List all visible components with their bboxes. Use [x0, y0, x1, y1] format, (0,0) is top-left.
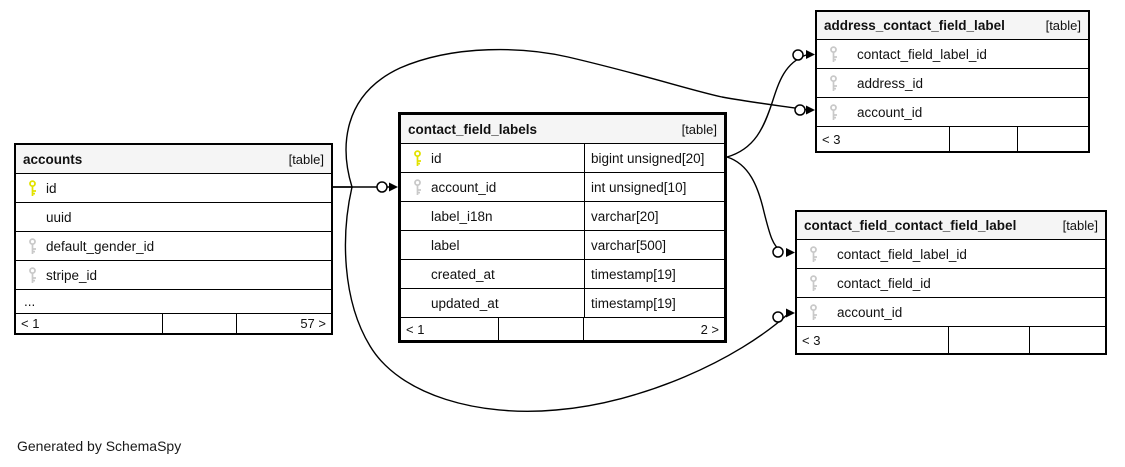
table-contact-field-contact-field-label[interactable]: contact_field_contact_field_label [table…: [795, 210, 1107, 355]
table-header[interactable]: contact_field_contact_field_label [table…: [797, 212, 1105, 240]
column-name: account_id: [857, 104, 923, 120]
column-row-contact-field-label-id: contact_field_label_id: [817, 40, 1088, 69]
column-type: timestamp[19]: [591, 295, 676, 311]
footer-children-count: < 1: [406, 321, 425, 337]
table-footer: < 3: [817, 127, 1088, 151]
columns-ellipsis-row: ...: [16, 290, 331, 314]
column-row-updated-at: updated_at timestamp[19]: [401, 289, 724, 318]
ellipsis-text: ...: [24, 294, 36, 309]
arrow-marker: [389, 182, 398, 192]
column-type: varchar[20]: [591, 208, 659, 224]
footer-cell: [498, 318, 583, 340]
footer-cell: [162, 314, 236, 333]
table-name[interactable]: accounts: [23, 151, 83, 167]
column-type: int unsigned[10]: [591, 179, 687, 195]
zero-marker: [772, 246, 784, 258]
column-type: timestamp[19]: [591, 266, 676, 282]
column-row-contact-field-label-id: contact_field_label_id: [797, 240, 1105, 269]
column-name: uuid: [46, 209, 72, 225]
primary-key-icon: [28, 179, 37, 197]
column-row-account-id: account_id: [797, 298, 1105, 327]
arrow-marker: [786, 248, 795, 257]
column-row-created-at: created_at timestamp[19]: [401, 260, 724, 289]
table-tag: [table]: [1045, 18, 1081, 33]
footer-cell: [948, 327, 1029, 353]
footer-parents-count: 2 >: [583, 318, 724, 340]
column-name: account_id: [837, 304, 903, 320]
table-name[interactable]: address_contact_field_label: [824, 18, 1005, 33]
foreign-key-icon: [809, 303, 818, 321]
footer-cell: [1017, 127, 1088, 151]
arrow-marker: [786, 308, 795, 318]
column-type: bigint unsigned[20]: [591, 150, 705, 166]
zero-marker: [794, 104, 806, 116]
table-footer: < 3: [797, 327, 1105, 353]
column-name: account_id: [431, 179, 497, 195]
table-accounts[interactable]: accounts [table] id uuid default_gender_…: [14, 143, 333, 335]
column-name: created_at: [431, 266, 495, 282]
column-name: address_id: [857, 75, 924, 91]
arrow-marker: [806, 50, 815, 59]
table-tag: [table]: [1062, 218, 1098, 233]
table-tag: [table]: [288, 151, 324, 167]
column-type: varchar[500]: [591, 237, 667, 253]
foreign-key-icon: [829, 103, 838, 121]
column-row-label: label varchar[500]: [401, 231, 724, 260]
table-address-contact-field-label[interactable]: address_contact_field_label [table] cont…: [815, 10, 1090, 153]
column-row-stripe-id: stripe_id: [16, 261, 331, 290]
column-name: stripe_id: [46, 267, 98, 283]
zero-marker: [376, 181, 388, 193]
footer-children-count: < 3: [802, 332, 821, 348]
foreign-key-icon: [809, 274, 818, 292]
relationship-curve: [726, 156, 782, 252]
arrow-marker: [806, 105, 815, 115]
footer-cell: [949, 127, 1017, 151]
column-row-label-i18n: label_i18n varchar[20]: [401, 202, 724, 231]
table-name[interactable]: contact_field_labels: [408, 121, 538, 137]
generated-by-note: Generated by SchemaSpy: [17, 438, 182, 454]
column-row-account-id: account_id: [817, 98, 1088, 127]
table-name[interactable]: contact_field_contact_field_label: [804, 218, 1017, 233]
column-row-contact-field-id: contact_field_id: [797, 269, 1105, 298]
column-row-address-id: address_id: [817, 69, 1088, 98]
table-footer: < 1 57 >: [16, 314, 331, 333]
relationship-curve: [333, 48, 809, 188]
relationship-curve: [726, 54, 807, 158]
footer-children-count: < 1: [21, 316, 40, 331]
zero-marker: [772, 311, 784, 323]
column-name: id: [431, 150, 442, 166]
column-name: default_gender_id: [46, 238, 155, 254]
table-header[interactable]: contact_field_labels [table]: [401, 115, 724, 144]
column-name: updated_at: [431, 295, 499, 311]
column-row-account-id: account_id int unsigned[10]: [401, 173, 724, 202]
column-row-uuid: uuid: [16, 203, 331, 232]
relationship-curve: [344, 186, 789, 413]
column-name: contact_field_label_id: [837, 246, 967, 262]
column-row-id: id bigint unsigned[20]: [401, 144, 724, 173]
column-name: label: [431, 237, 460, 253]
foreign-key-icon: [413, 178, 422, 196]
footer-parents-count: 57 >: [236, 314, 331, 333]
foreign-key-icon: [28, 266, 37, 284]
column-name: id: [46, 180, 57, 196]
foreign-key-icon: [829, 74, 838, 92]
column-row-id: id: [16, 174, 331, 203]
column-row-default-gender-id: default_gender_id: [16, 232, 331, 261]
column-name: contact_field_label_id: [857, 46, 987, 62]
table-tag: [table]: [681, 121, 717, 137]
column-name: label_i18n: [431, 208, 493, 224]
footer-cell: [1029, 327, 1105, 353]
table-contact-field-labels[interactable]: contact_field_labels [table] id bigint u…: [398, 112, 727, 343]
foreign-key-icon: [28, 237, 37, 255]
table-header[interactable]: address_contact_field_label [table]: [817, 12, 1088, 40]
primary-key-icon: [413, 149, 422, 167]
zero-marker: [792, 49, 804, 61]
table-footer: < 1 2 >: [401, 318, 724, 340]
column-name: contact_field_id: [837, 275, 931, 291]
foreign-key-icon: [809, 245, 818, 263]
table-header[interactable]: accounts [table]: [16, 145, 331, 174]
foreign-key-icon: [829, 45, 838, 63]
footer-children-count: < 3: [822, 131, 841, 147]
